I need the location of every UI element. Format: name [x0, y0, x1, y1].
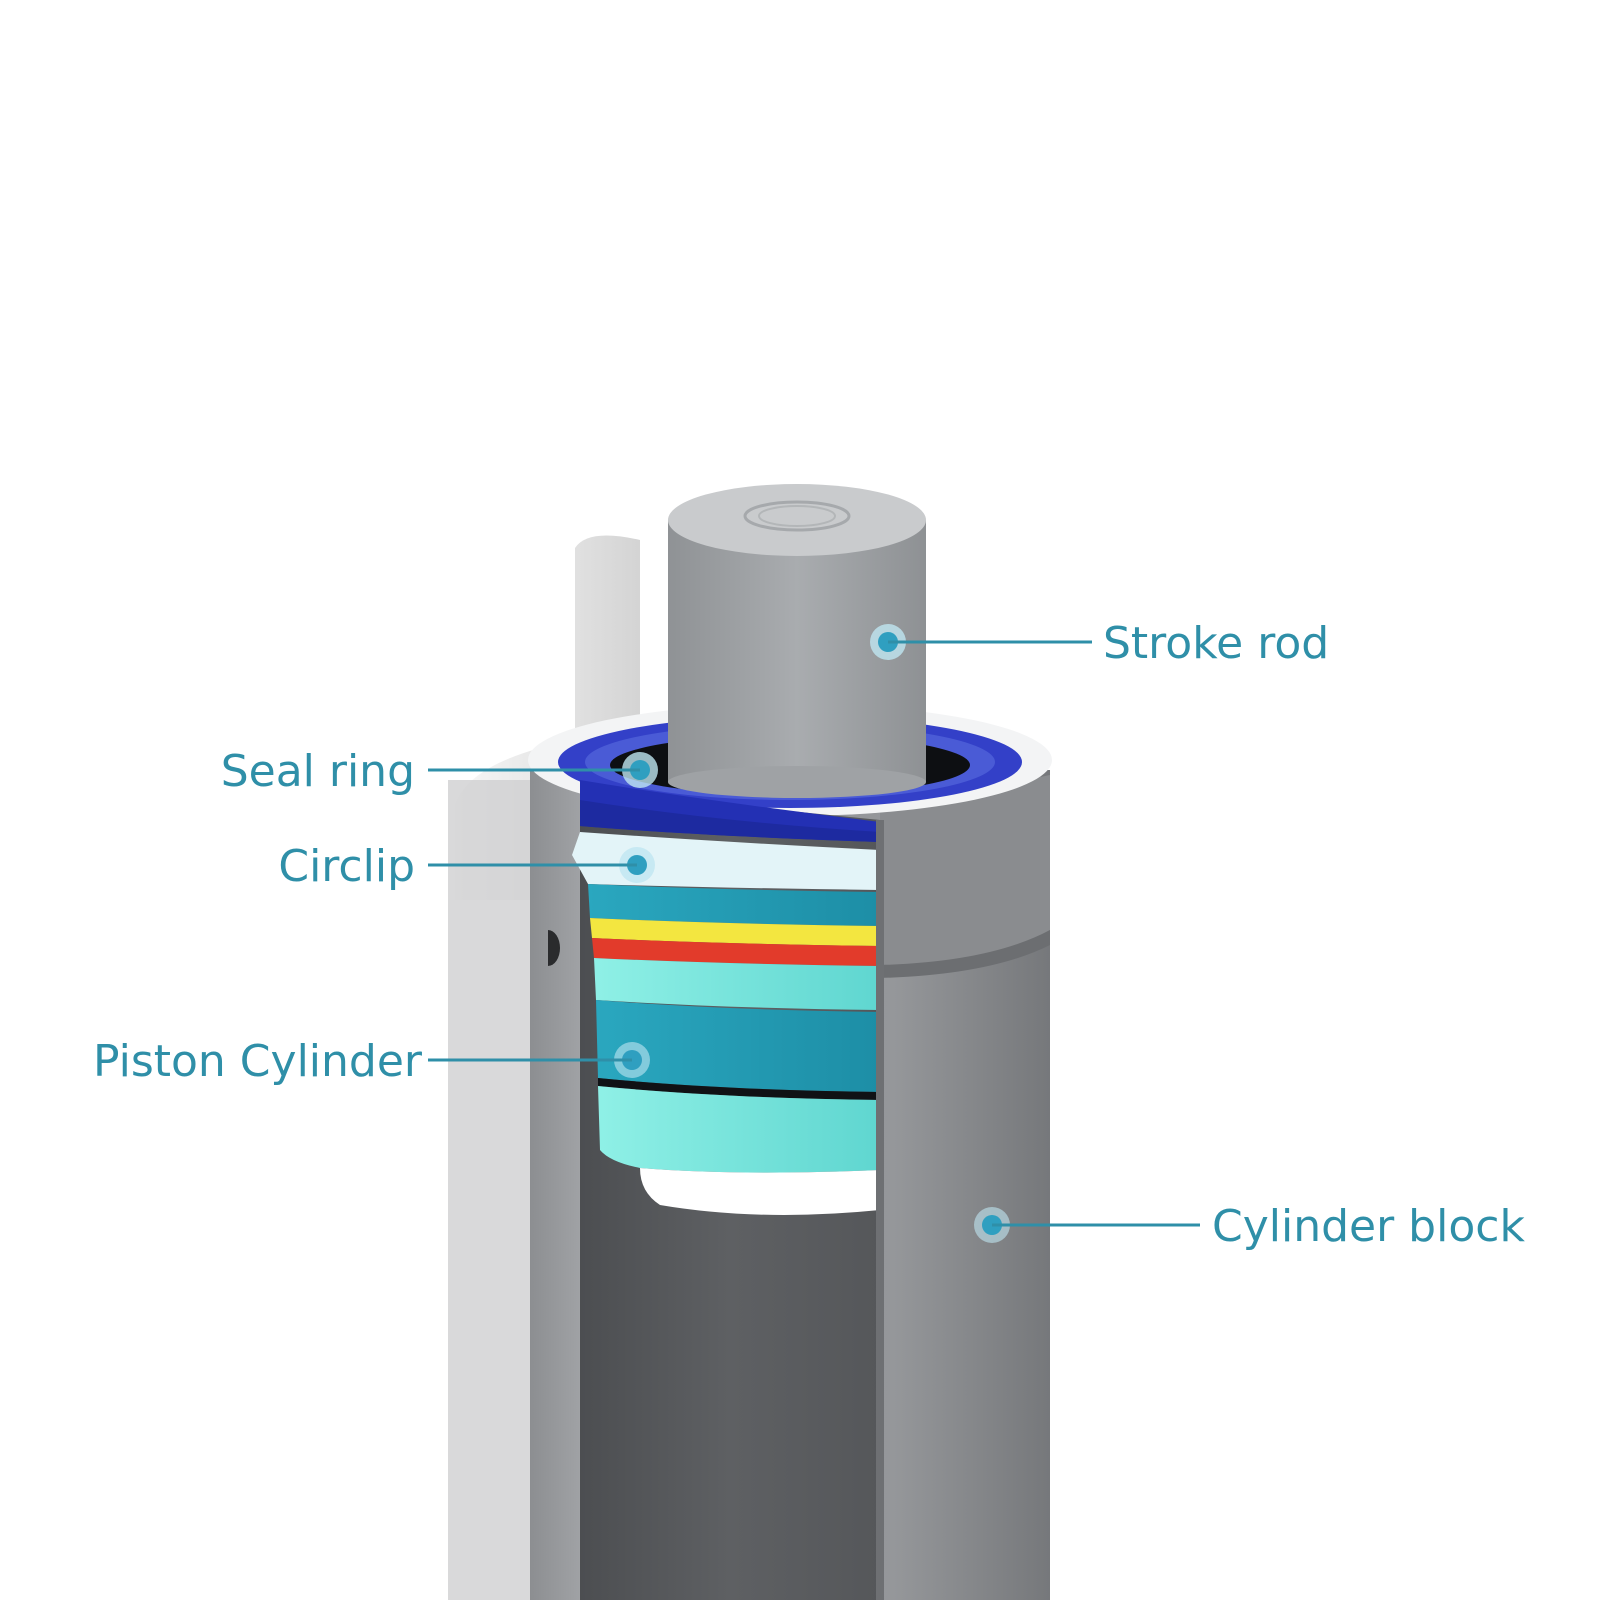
- label-piston-cylinder: Piston Cylinder: [93, 1036, 423, 1087]
- cutaway-interior: [572, 780, 884, 1600]
- band-yellow: [590, 918, 880, 946]
- label-stroke-rod: Stroke rod: [1103, 618, 1329, 669]
- callouts: Stroke rod Seal ring Circlip Piston Cyli…: [93, 618, 1525, 1252]
- band-aqua: [594, 958, 880, 1010]
- band-red: [592, 938, 880, 966]
- label-seal-ring: Seal ring: [221, 746, 415, 797]
- label-cylinder-block: Cylinder block: [1212, 1201, 1525, 1252]
- piston-body: [596, 1000, 880, 1092]
- piston-lower-band: [598, 1086, 880, 1173]
- label-circlip: Circlip: [278, 841, 415, 892]
